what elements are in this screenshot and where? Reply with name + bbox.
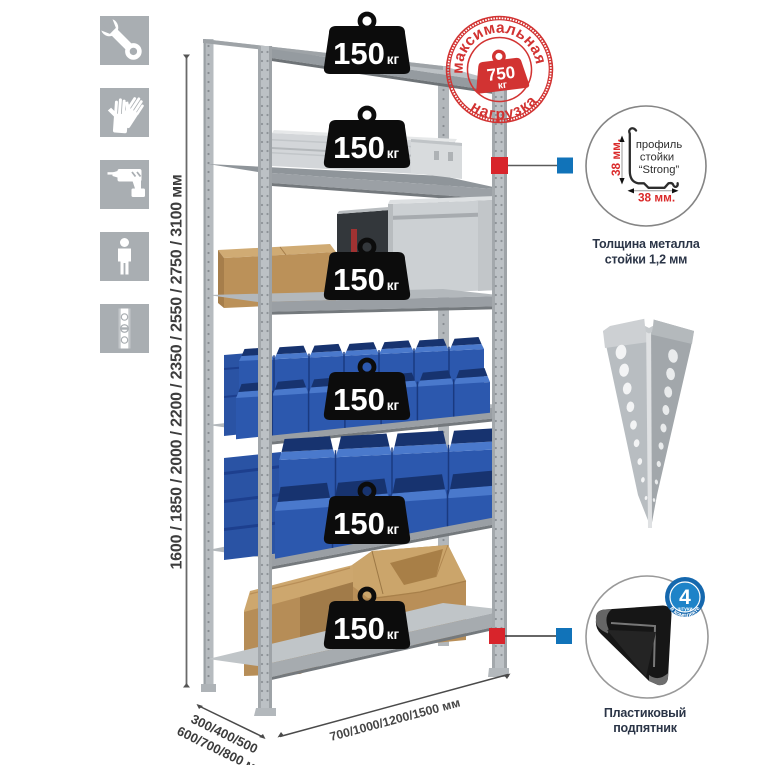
- svg-text:38 мм.: 38 мм.: [638, 191, 675, 205]
- svg-text:750: 750: [486, 63, 516, 85]
- svg-text:кг: кг: [387, 52, 400, 67]
- svg-text:150: 150: [333, 36, 385, 71]
- svg-text:кг: кг: [497, 80, 507, 92]
- svg-text:150: 150: [333, 262, 385, 297]
- svg-text:штуки: штуки: [677, 607, 692, 613]
- svg-text:кг: кг: [387, 398, 400, 413]
- svg-text:1600 / 1850 / 2000 / 2200 / 23: 1600 / 1850 / 2000 / 2200 / 2350 / 2550 …: [169, 174, 186, 569]
- svg-text:4: 4: [679, 586, 691, 609]
- svg-text:кг: кг: [387, 278, 400, 293]
- svg-text:38 мм.: 38 мм.: [609, 139, 623, 176]
- svg-text:подпятник: подпятник: [613, 721, 678, 735]
- svg-text:150: 150: [333, 130, 385, 165]
- svg-text:стойки 1,2 мм: стойки 1,2 мм: [605, 253, 687, 267]
- svg-text:“Strong”: “Strong”: [639, 164, 680, 176]
- svg-text:Пластиковый: Пластиковый: [604, 706, 686, 720]
- svg-text:150: 150: [333, 611, 385, 646]
- svg-text:профиль: профиль: [636, 139, 682, 151]
- svg-text:150: 150: [333, 382, 385, 417]
- svg-text:стойки: стойки: [640, 152, 674, 164]
- svg-text:150: 150: [333, 506, 385, 541]
- svg-text:700/1000/1200/1500 мм: 700/1000/1200/1500 мм: [328, 696, 461, 744]
- svg-text:кг: кг: [387, 146, 400, 161]
- svg-text:кг: кг: [387, 627, 400, 642]
- svg-text:Толщина металла: Толщина металла: [592, 237, 701, 251]
- svg-text:кг: кг: [387, 522, 400, 537]
